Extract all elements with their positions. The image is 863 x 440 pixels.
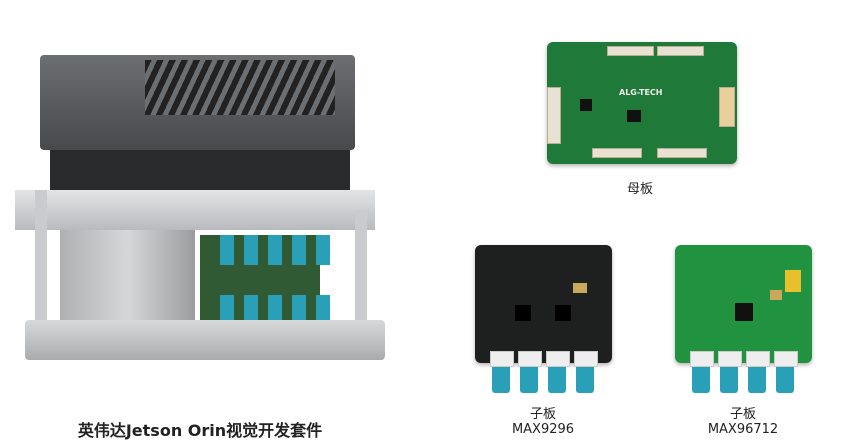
daughter-board-max9296-model: MAX9296 [511, 422, 575, 437]
daughter-board-max96712-image [675, 245, 812, 363]
daughter-board-max96712-caption: 子板 [729, 407, 756, 422]
daughter-board-max96712-model: MAX96712 [707, 422, 779, 437]
motherboard-caption: 母板 [626, 182, 653, 197]
kit-caption: 英伟达Jetson Orin视觉开发套件 [77, 421, 323, 440]
alg-tech-logo: ALG-TECH [619, 88, 663, 97]
dev-kit-image [15, 50, 395, 380]
motherboard-image: ALG-TECH [547, 42, 737, 164]
daughter-board-max9296-caption: 子板 [529, 407, 556, 422]
daughter-board-max9296-image [475, 245, 612, 363]
